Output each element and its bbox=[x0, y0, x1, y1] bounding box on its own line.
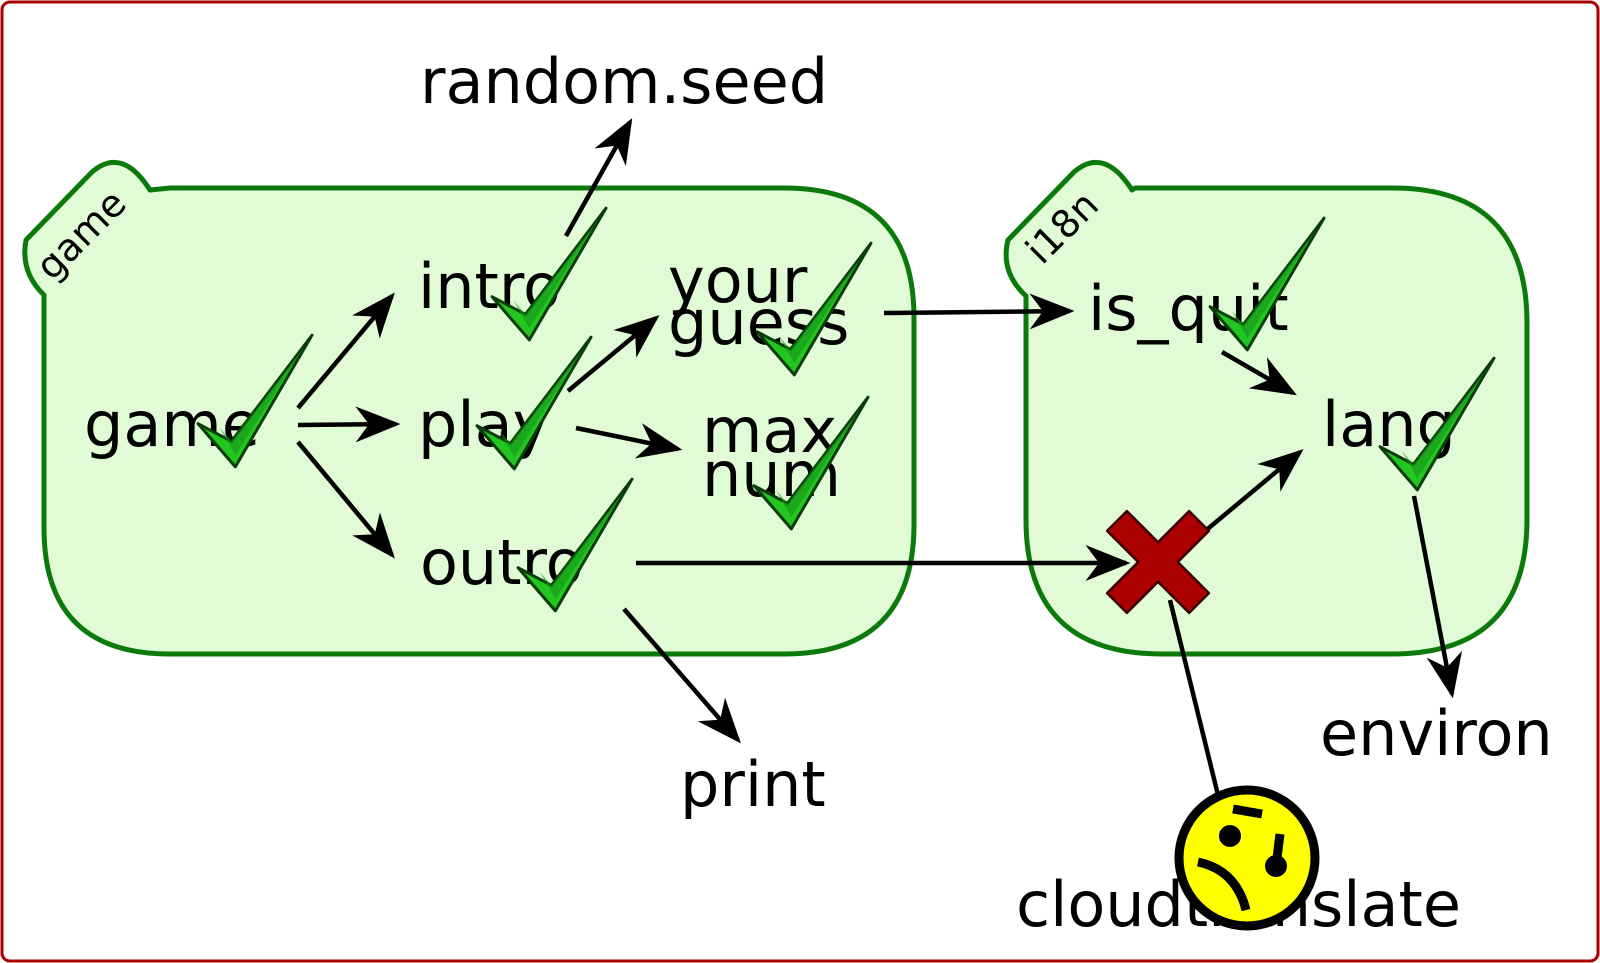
node-print: print bbox=[680, 748, 826, 821]
edge-play-max-num bbox=[575, 423, 683, 459]
edge-your-guess-is-quit bbox=[883, 293, 1075, 330]
edge-is-quit-lang bbox=[1220, 350, 1297, 396]
node-your-guess-line1: your bbox=[668, 244, 808, 317]
edge-cross-lang bbox=[1202, 449, 1304, 534]
group-game: game bbox=[22, 159, 917, 657]
cross-icon bbox=[1105, 509, 1211, 615]
edge-game-play bbox=[297, 406, 401, 443]
edge-intro-random-seed bbox=[564, 118, 633, 238]
node-random-seed: random.seed bbox=[420, 45, 828, 118]
edge-lang-environ bbox=[1411, 495, 1463, 699]
sad-face-icon bbox=[1174, 785, 1320, 931]
edge-play-your-guess bbox=[566, 315, 660, 393]
edge-game-intro bbox=[296, 292, 395, 410]
node-max-num-line1: max bbox=[702, 394, 837, 467]
edge-cross-cloudtranslate bbox=[1167, 599, 1221, 796]
edge-outro-print bbox=[622, 607, 741, 744]
node-environ: environ bbox=[1320, 697, 1553, 770]
edge-game-outro bbox=[296, 440, 395, 559]
